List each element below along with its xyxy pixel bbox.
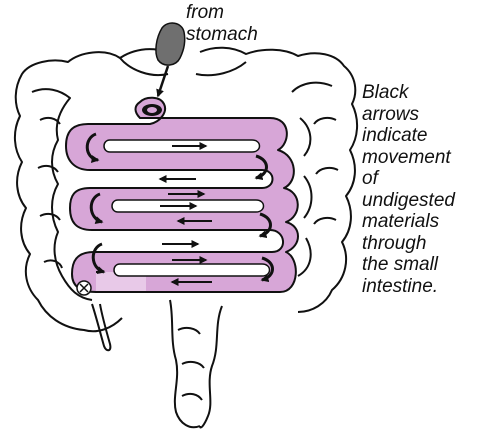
large-intestine: [15, 48, 357, 428]
caption: Black arrows indicate movement of undige…: [362, 82, 455, 297]
label-line: from: [186, 2, 258, 24]
caption-line: of: [362, 168, 455, 190]
entry-arrow: [158, 66, 168, 96]
valve-icon: [77, 281, 91, 295]
caption-line: indicate: [362, 125, 455, 147]
caption-line: undigested: [362, 190, 455, 212]
caption-line: materials: [362, 211, 455, 233]
caption-line: through: [362, 233, 455, 255]
caption-line: Black: [362, 82, 455, 104]
caption-line: the small: [362, 254, 455, 276]
caption-line: movement: [362, 147, 455, 169]
food-bolus: [156, 23, 185, 65]
caption-line: arrows: [362, 104, 455, 126]
duodenum-lumen: [147, 107, 157, 113]
label-line: stomach: [186, 24, 258, 46]
from-stomach-label: from stomach: [186, 2, 258, 45]
caption-line: intestine.: [362, 276, 455, 298]
